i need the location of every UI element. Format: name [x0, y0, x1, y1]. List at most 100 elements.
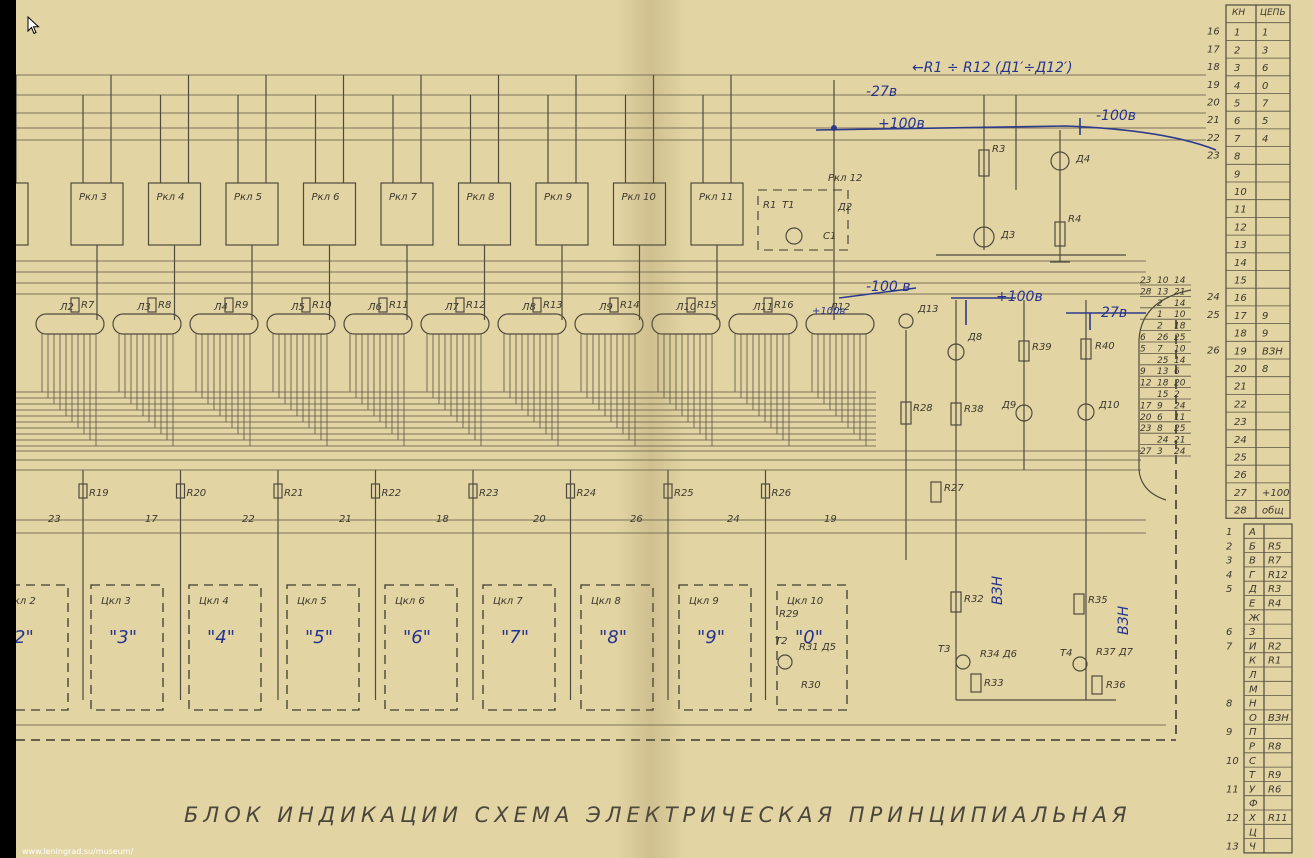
d10-label: Д10: [1098, 400, 1120, 411]
tube-label: Л8: [521, 302, 536, 313]
indicator-tube: [343, 313, 413, 335]
connector-circuit: 5: [1262, 116, 1268, 127]
minus100-top-note: -100в: [1096, 108, 1136, 124]
indicator-tube: [189, 313, 259, 335]
connector-pin: Н: [1249, 699, 1257, 710]
connector-header: КН: [1232, 8, 1245, 18]
resistor-label: R13: [543, 300, 563, 311]
harness-cell: 18: [1174, 322, 1186, 332]
connector-circuit: ВЗН: [1262, 346, 1283, 357]
connector-pin: Ч: [1249, 842, 1256, 853]
wire-number: 22: [242, 514, 255, 525]
connector-circuit: +100: [1262, 488, 1289, 499]
connector-wire-num: 24: [1207, 292, 1220, 303]
connector-frame: [1225, 4, 1291, 519]
r33-label: R33: [984, 678, 1004, 689]
connector-circuit: R3: [1268, 584, 1281, 595]
minus100-mid-note: -100 в: [866, 279, 910, 295]
digit-value: "8": [599, 627, 627, 648]
digit-block-label: Цкл 10: [787, 596, 823, 607]
connector-circuit: 3: [1262, 45, 1268, 56]
transistor-t1-icon: [785, 227, 803, 245]
wire-number: 18: [436, 514, 449, 525]
digit-block-label: Цкл 9: [689, 596, 719, 607]
resistor-icon: [78, 483, 88, 499]
d4-label: Д4: [1075, 154, 1090, 165]
connector-wire-num: 3: [1226, 556, 1232, 567]
indicator-tube: [35, 313, 105, 335]
connector-pin: О: [1249, 713, 1257, 724]
connector-circuit: 0: [1262, 81, 1268, 92]
connector-pin: А: [1248, 527, 1256, 538]
resistor-r35-icon: [1073, 593, 1085, 615]
blue-annotations: ←R1 ÷ R12 (Д1′÷Д12′) -27в +100в -100в -1…: [812, 60, 1217, 330]
indicator-tube: [728, 313, 798, 335]
connector-wire-num: 5: [1226, 584, 1232, 595]
resistor-icon: [686, 297, 696, 313]
harness-cell: 18: [1157, 379, 1169, 389]
connector-wire-num: 10: [1226, 756, 1239, 767]
harness-cell: 11: [1174, 413, 1185, 423]
wire-number: 21: [339, 514, 352, 525]
resistor-label: R14: [620, 300, 640, 311]
r29-label: R29: [779, 609, 799, 620]
v3h-label-2: ВЗН: [1116, 605, 1132, 635]
resistor-icon: [763, 297, 773, 313]
plus100-small-note: +100в: [812, 306, 845, 317]
r37-d7-label: R37 Д7: [1096, 647, 1134, 658]
connector-wire-num: 1: [1226, 527, 1232, 538]
connector-wire-num: 20: [1207, 98, 1220, 109]
digit-block-label: Цкл 7: [493, 596, 523, 607]
tube-label: Л9: [598, 302, 613, 313]
connector-circuit: R9: [1268, 770, 1281, 781]
harness-cell: 14: [1174, 299, 1186, 309]
connector-circuit: 8: [1262, 364, 1268, 375]
tube-label: Л6: [367, 302, 382, 313]
connector-pin: Д: [1248, 584, 1257, 595]
indicator-tube: [651, 313, 721, 335]
resistor-r3-icon: [978, 149, 990, 177]
resistor-label: R26: [772, 488, 792, 499]
resistor-icon: [378, 297, 388, 313]
relay-label: Ркл 7: [389, 192, 418, 203]
digit-value: "0": [795, 627, 823, 648]
r30-label: R30: [801, 680, 821, 691]
resistor-icon: [468, 483, 478, 499]
connector-pin: 6: [1234, 116, 1240, 127]
resistor-label: R20: [187, 488, 207, 499]
connector-pin: 10: [1234, 187, 1247, 198]
connector-pin: В: [1249, 556, 1256, 567]
lamp-d10-icon: [1077, 403, 1095, 421]
relay-label: Ркл 8: [467, 192, 495, 203]
connector-pin: Ф: [1249, 799, 1258, 810]
connector-circuit: общ: [1262, 505, 1284, 517]
connector-pin: И: [1249, 641, 1257, 652]
relay12-c-label: C1: [823, 231, 836, 242]
v3h-label-1: ВЗН: [990, 575, 1006, 605]
digit-value: 2": [16, 627, 34, 648]
harness-cell: 23: [1140, 424, 1152, 434]
connector-circuit: 7: [1262, 99, 1269, 110]
relay-label: Ркл 3: [79, 192, 107, 203]
diode-d13-icon: [898, 313, 914, 329]
harness-cell: 5: [1140, 344, 1146, 354]
connector-pin: У: [1249, 784, 1256, 795]
digit-block: [16, 584, 69, 711]
resistor-label: R21: [284, 488, 304, 499]
resistor-icon: [224, 297, 234, 313]
harness-cell: 15: [1157, 390, 1169, 400]
mouse-pointer-icon: [27, 16, 40, 35]
connector-pin: 14: [1234, 258, 1247, 269]
connector-pin: Ц: [1249, 827, 1257, 838]
connector-pin: З: [1249, 627, 1256, 638]
indicator-tube: [266, 313, 336, 335]
t3-label: T3: [938, 644, 950, 655]
digit-block: [580, 584, 654, 711]
d13-label: Д13: [917, 304, 939, 315]
harness-cell: 8: [1157, 424, 1163, 434]
resistor-icon: [663, 483, 673, 499]
r-range-note: ←R1 ÷ R12 (Д1′÷Д12′): [912, 60, 1073, 76]
lamp-d4-icon: [1050, 151, 1070, 171]
harness-cell: 6: [1157, 413, 1163, 423]
indicator-tube: [805, 313, 875, 335]
